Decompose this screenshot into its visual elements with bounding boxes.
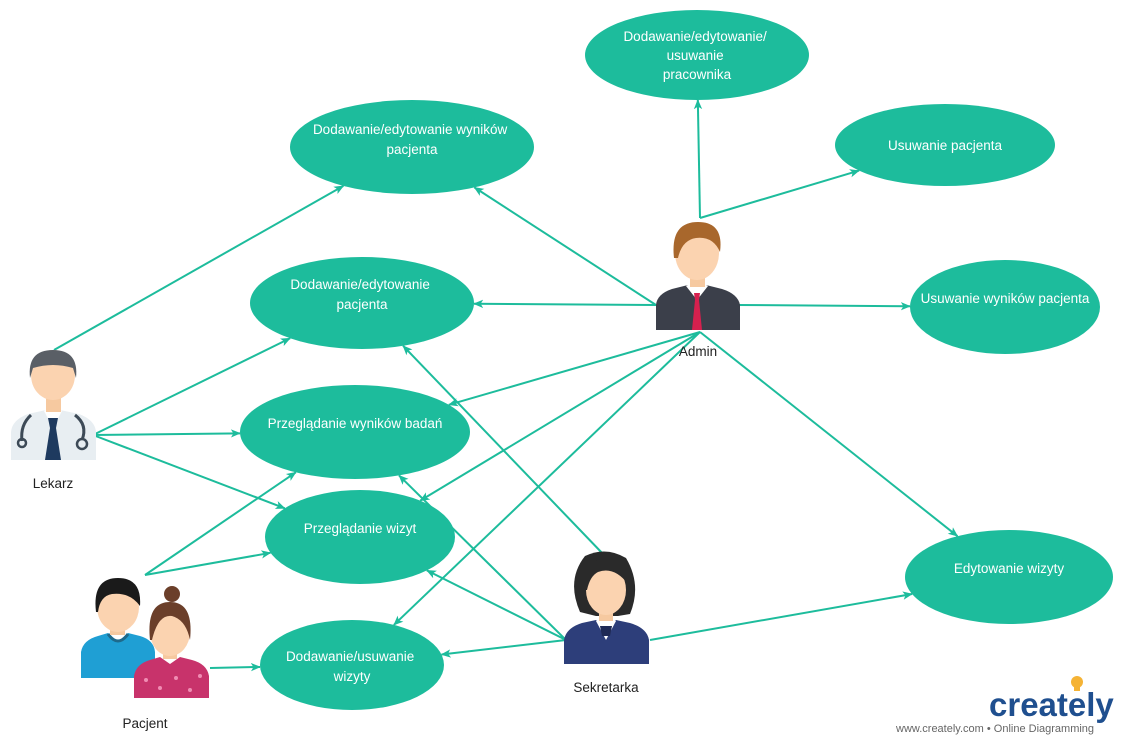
connector-sekretarka-to-uc-view-visits — [426, 569, 567, 641]
connector-lekarz-to-uc-view-visits — [92, 434, 286, 510]
connector-pacjent-to-uc-view-results — [144, 471, 297, 576]
use-case-add-visit[interactable]: Dodawanie/usuwanie wizyty — [260, 620, 444, 710]
actor-label: Lekarz — [33, 476, 74, 491]
use-case-view-visits[interactable]: Przeglądanie wizyt — [265, 490, 455, 584]
connector-sekretarka-to-uc-view-results — [398, 474, 567, 641]
connector-pacjent-to-uc-add-visit — [209, 662, 261, 672]
connector-admin-to-uc-remove-results — [737, 302, 911, 311]
use-case-ellipse[interactable] — [910, 260, 1100, 354]
use-case-edit-patient[interactable]: Dodawanie/edytowanie pacjenta — [250, 257, 474, 349]
actor-label: Admin — [679, 344, 717, 359]
use-case-label-line: pacjenta — [386, 142, 438, 157]
connector-admin-to-uc-add-visit — [393, 331, 701, 626]
actor-lekarz[interactable]: Lekarz — [11, 350, 96, 491]
use-case-label-line: Usuwanie wyników pacjenta — [921, 291, 1090, 306]
use-case-remove-patient[interactable]: Usuwanie pacjenta — [835, 104, 1055, 186]
svg-text:Dodawanie/edytowanie wyników: Dodawanie/edytowanie wyników pacjenta — [313, 122, 511, 157]
use-case-ellipse[interactable] — [260, 620, 444, 710]
actor-sekretarka[interactable]: Sekretarka — [564, 551, 649, 695]
use-case-label-line: Usuwanie pacjenta — [888, 138, 1003, 153]
svg-text:Przeglądanie wizyt: Przeglądanie wizyt — [304, 521, 417, 536]
logo-wordmark: creately — [989, 686, 1114, 723]
use-case-ellipse[interactable] — [265, 490, 455, 584]
use-case-label-line: usuwanie — [667, 48, 724, 63]
connector-admin-to-uc-view-results — [448, 331, 701, 407]
connector-admin-to-uc-edit-patient — [473, 299, 657, 308]
connector-admin-to-uc-edit-visit — [699, 331, 959, 537]
use-case-remove-results[interactable]: Usuwanie wyników pacjenta — [910, 260, 1100, 354]
actor-admin[interactable]: Admin — [656, 222, 740, 359]
connector-pacjent-to-uc-view-visits — [144, 550, 272, 576]
use-case-edit-results[interactable]: Dodawanie/edytowanie wyników pacjenta — [290, 100, 534, 194]
patients-couple-icon — [81, 578, 209, 698]
use-case-label-line: Dodawanie/edytowanie/ — [623, 29, 767, 44]
connector-admin-to-uc-edit-employee — [693, 99, 703, 219]
use-case-ellipse[interactable] — [835, 104, 1055, 186]
connector-admin-to-uc-view-visits — [419, 331, 701, 502]
svg-text:Przeglądanie wyników badań: Przeglądanie wyników badań — [268, 416, 443, 431]
use-case-ellipse[interactable] — [905, 530, 1113, 624]
svg-text:Dodawanie/edytowanie pac: Dodawanie/edytowanie pacjenta — [290, 277, 433, 312]
svg-text:Edytowanie wizyty: Edytowanie wizyty — [954, 561, 1065, 576]
use-case-label-line: pracownika — [663, 67, 732, 82]
use-case-view-results[interactable]: Przeglądanie wyników badań — [240, 385, 470, 479]
svg-text:Dodawanie/edytowanie/ us: Dodawanie/edytowanie/ usuwanie pracownik… — [623, 29, 770, 82]
use-case-label-line: Dodawanie/usuwanie — [286, 649, 414, 664]
use-case-label-line: Dodawanie/edytowanie wyników — [313, 122, 508, 137]
connector-sekretarka-to-uc-edit-visit — [649, 591, 913, 641]
svg-text:Dodawanie/usuwanie wizyt: Dodawanie/usuwanie wizyty — [286, 649, 418, 684]
connector-admin-to-uc-remove-patient — [699, 169, 860, 219]
use-case-label-line: Przeglądanie wizyt — [304, 521, 417, 536]
connector-lekarz-to-uc-edit-results — [53, 185, 345, 351]
use-case-edit-employee[interactable]: Dodawanie/edytowanie/ usuwanie pracownik… — [585, 10, 809, 100]
logo-tagline: www.creately.com • Online Diagramming — [895, 723, 1094, 735]
use-case-edit-visit[interactable]: Edytowanie wizyty — [905, 530, 1113, 624]
use-case-ellipse[interactable] — [585, 10, 809, 100]
doctor-icon — [11, 350, 96, 460]
connector-sekretarka-to-uc-edit-patient — [402, 345, 605, 556]
use-case-label-line: pacjenta — [336, 297, 388, 312]
connector-admin-to-uc-edit-results — [473, 186, 657, 306]
use-case-ellipse[interactable] — [240, 385, 470, 479]
actor-label: Sekretarka — [573, 680, 639, 695]
use-case-ellipse[interactable] — [290, 100, 534, 194]
lightbulb-icon — [1071, 676, 1083, 691]
connector-sekretarka-to-uc-add-visit — [440, 639, 567, 658]
use-case-label-line: Dodawanie/edytowanie — [290, 277, 430, 292]
use-case-label-line: Edytowanie wizyty — [954, 561, 1065, 576]
svg-text:Usuwanie pacjenta: Usuwanie pacjenta — [888, 138, 1003, 153]
creately-logo[interactable]: creately www.creately.com • Online Diagr… — [895, 676, 1114, 735]
use-case-label-line: wizyty — [333, 669, 371, 684]
svg-text:Usuwanie wyników pacjenta: Usuwanie wyników pacjenta — [921, 291, 1090, 306]
use-case-ellipse[interactable] — [250, 257, 474, 349]
connector-layer — [53, 99, 959, 672]
use-case-label-line: Przeglądanie wyników badań — [268, 416, 443, 431]
secretary-icon — [564, 551, 649, 664]
actor-pacjent[interactable]: Pacjent — [81, 578, 209, 731]
actor-label: Pacjent — [122, 716, 167, 731]
connector-lekarz-to-uc-edit-patient — [92, 337, 291, 436]
connector-lekarz-to-uc-view-results — [92, 429, 241, 438]
businessman-icon — [656, 222, 740, 330]
